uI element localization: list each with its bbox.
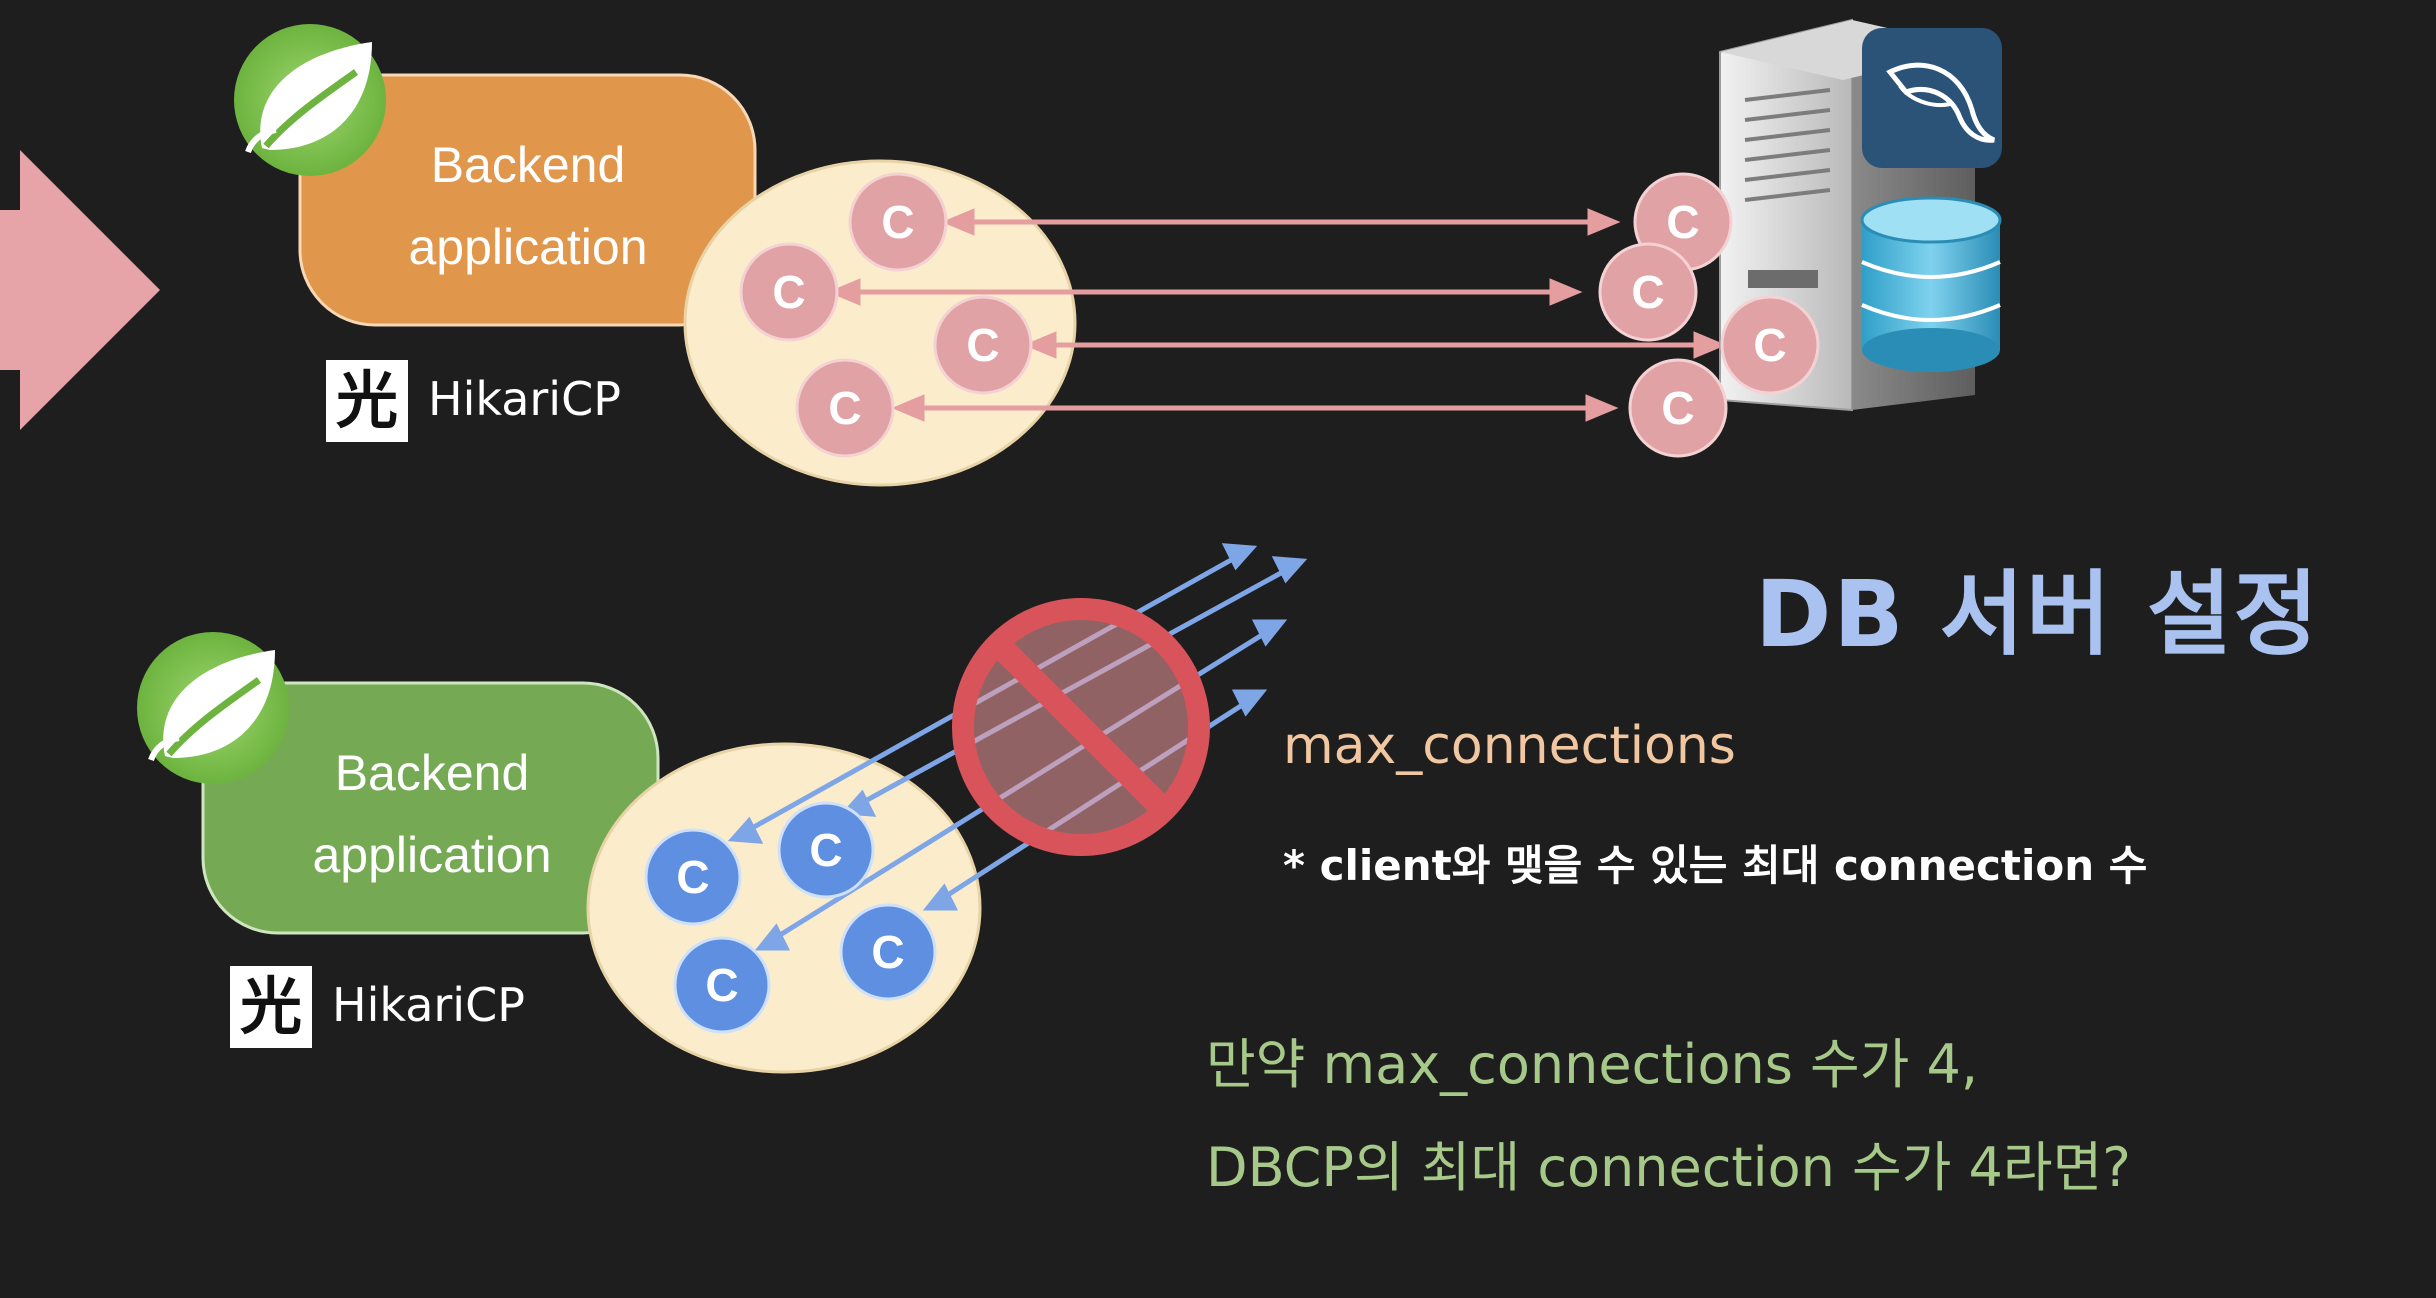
conn-node: C [795, 358, 895, 458]
link-1 [941, 208, 1621, 236]
conn-node: C [739, 242, 839, 342]
conn-node: C [1628, 358, 1728, 458]
hikaricp-logo-icon: 光 [230, 966, 312, 1048]
forbidden-icon [952, 598, 1210, 856]
conn-node: C [848, 172, 948, 272]
conn-node: C [933, 295, 1033, 395]
top-pool-connections: C C C C [739, 172, 1033, 458]
spring-leaf-icon [234, 24, 386, 176]
slide-title: DB 서버 설정 [1755, 561, 2321, 668]
link-2 [827, 278, 1583, 306]
question-line-2: DBCP의 최대 connection 수가 4라면? [1206, 1136, 2131, 1199]
setting-name: max_connections [1283, 716, 1736, 776]
conn-node: C [673, 936, 771, 1034]
incoming-arrow [0, 150, 160, 430]
bottom-connection-pool [586, 742, 982, 1074]
top-connection-links [827, 208, 1727, 422]
hikaricp-logo-icon: 光 [326, 360, 408, 442]
svg-text:C: C [966, 319, 999, 371]
svg-text:C: C [881, 196, 914, 248]
top-pool-label: HikariCP [428, 372, 621, 426]
bottom-pool-label: HikariCP [332, 978, 525, 1032]
svg-text:C: C [705, 959, 738, 1011]
svg-text:C: C [1666, 196, 1699, 248]
svg-text:C: C [1753, 319, 1786, 371]
conn-node: C [1598, 242, 1698, 342]
link-3 [1023, 331, 1727, 359]
svg-text:C: C [1661, 382, 1694, 434]
question-line-1: 만약 max_connections 수가 4, [1206, 1033, 1979, 1096]
database-cylinder-icon [1860, 196, 2002, 372]
bottom-backend-app: Backend application [201, 681, 660, 935]
top-app-line1: Backend [431, 137, 626, 193]
svg-text:C: C [676, 851, 709, 903]
top-backend-app: Backend application [298, 73, 757, 327]
svg-text:C: C [828, 382, 861, 434]
conn-node: C [644, 828, 742, 926]
top-connection-pool [683, 159, 1077, 487]
bottom-pool-connections: C C C C [644, 801, 937, 1034]
link-4 [891, 394, 1619, 422]
bottom-app-line1: Backend [335, 745, 530, 801]
svg-text:C: C [772, 266, 805, 318]
mysql-dolphin-icon [1862, 28, 2002, 168]
svg-text:C: C [871, 926, 904, 978]
db-side-connections: C C C C [1598, 172, 1820, 458]
bottom-app-line2: application [312, 827, 551, 883]
svg-text:C: C [809, 824, 842, 876]
spring-leaf-icon [137, 632, 289, 784]
conn-node: C [839, 903, 937, 1001]
svg-text:C: C [1631, 266, 1664, 318]
setting-note: * client와 맺을 수 있는 최대 connection 수 [1283, 841, 2148, 890]
conn-node: C [777, 801, 875, 899]
conn-node: C [1720, 295, 1820, 395]
top-app-line2: application [408, 219, 647, 275]
